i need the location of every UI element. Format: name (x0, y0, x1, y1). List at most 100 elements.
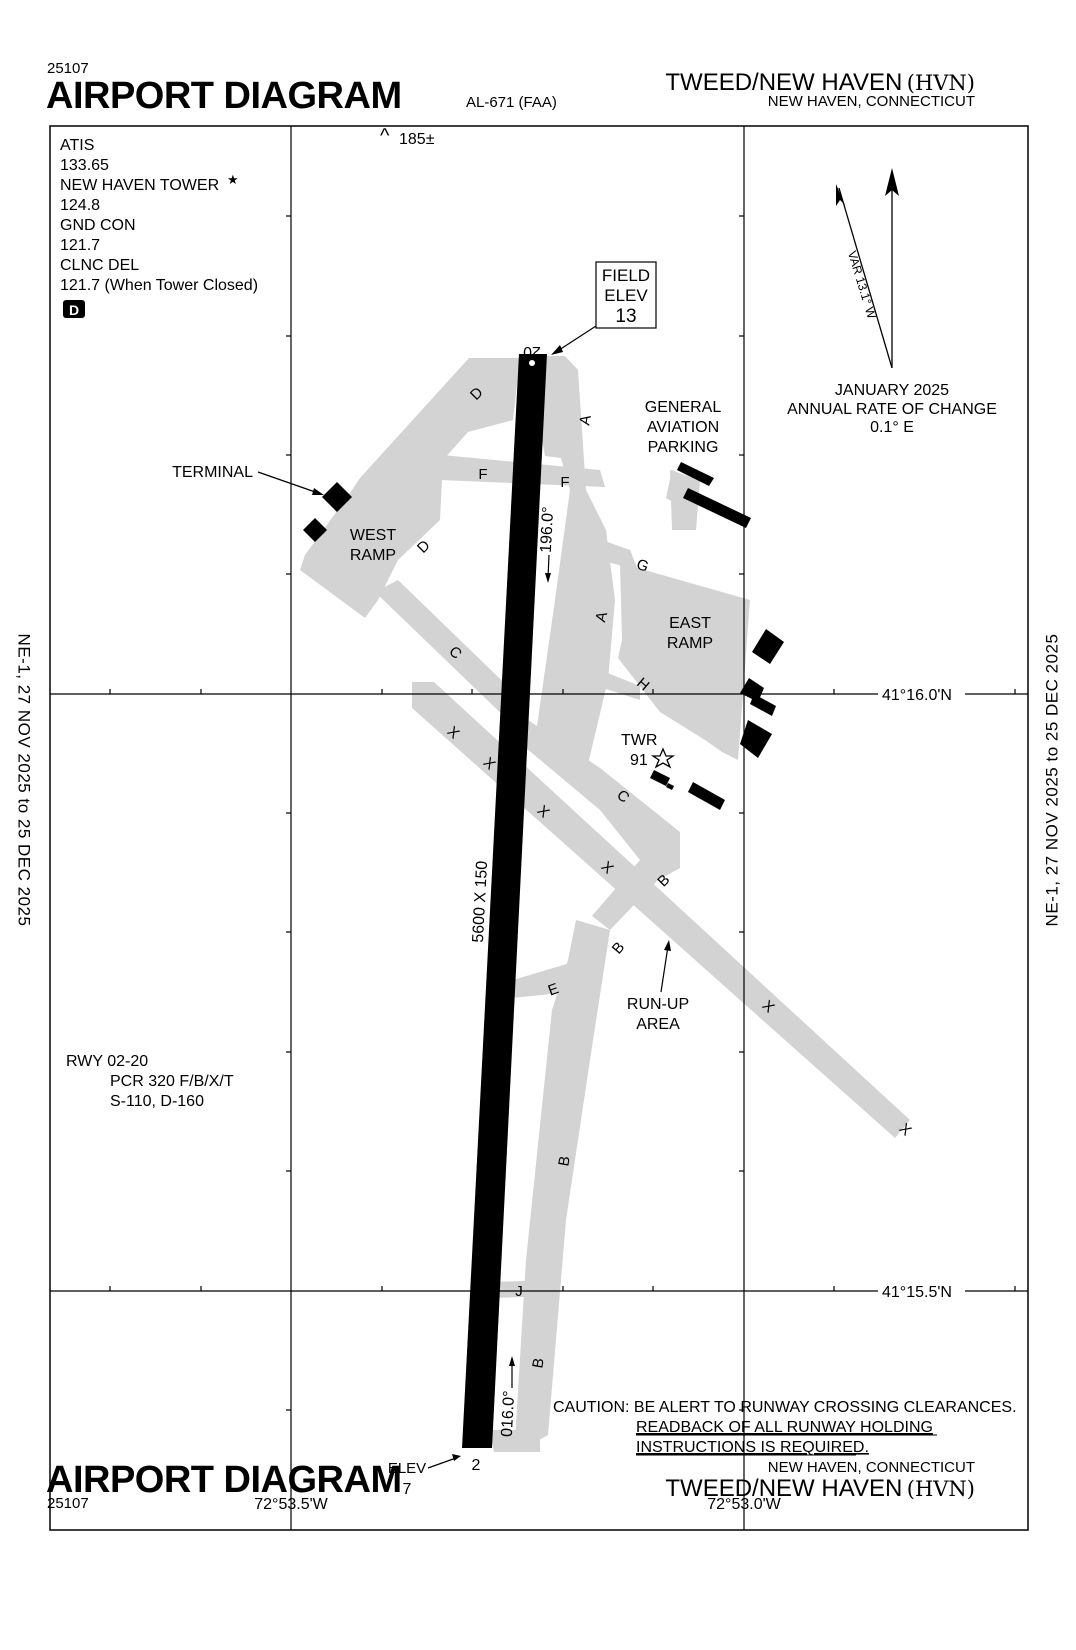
caution-line-2: READBACK OF ALL RUNWAY HOLDING (636, 1419, 933, 1436)
east-building (688, 782, 725, 810)
runup-arrowhead (664, 940, 671, 951)
east-hangar-4 (740, 720, 772, 758)
longitude-east-label: 72°53.0'W (707, 1496, 781, 1513)
airport-name-text: TWEED/NEW HAVEN (665, 69, 903, 96)
rwy-info-pcr: PCR 320 F/B/X/T (110, 1073, 234, 1090)
taxiway-b-mid-label: B (609, 939, 628, 958)
taxiway-j-label: J (515, 1283, 523, 1300)
tower-star-icon: ★ (227, 172, 239, 187)
frequency-block: ATIS 133.65 NEW HAVEN TOWER ★ 124.8 GND … (60, 137, 258, 318)
field-elev-arrowhead (551, 345, 563, 355)
taxiway-g (600, 540, 638, 570)
east-ramp (618, 563, 750, 760)
heading-016-arrowhead (509, 1356, 515, 1366)
latitude-north-label: 41°16.0'N (882, 687, 952, 704)
taxiway-x (412, 682, 910, 1138)
taxiway-c-south (514, 720, 680, 930)
north-arrow: VAR 13.1° W (836, 168, 899, 369)
runway-end-marker (529, 360, 535, 366)
chart-title-top: AIRPORT DIAGRAM (46, 75, 402, 117)
freq-tower-value: 124.8 (60, 197, 100, 214)
freq-gnd-value: 121.7 (60, 237, 100, 254)
magnetic-rate-value: 0.1° E (870, 419, 914, 436)
taxiway-b-south-label: B (555, 1155, 573, 1168)
runway-heading-016: 016.0° (499, 1390, 518, 1437)
chart-title-bottom: AIRPORT DIAGRAM (46, 1459, 402, 1501)
tower-star-symbol (650, 747, 676, 769)
ga-label-1: GENERAL (645, 399, 722, 416)
west-ramp-label-2: RAMP (350, 547, 396, 564)
grid-ticks (109, 215, 1016, 1411)
runup-label-1: RUN-UP (627, 996, 689, 1013)
rwy-info-weight: S-110, D-160 (110, 1093, 204, 1110)
freq-atis-value: 133.65 (60, 157, 109, 174)
city-state-bottom: NEW HAVEN, CONNECTICUT (767, 1459, 975, 1476)
ga-hangar-1 (677, 462, 714, 486)
obstacle-icon: ^ (380, 125, 390, 147)
taxiway-b-end-label: B (529, 1357, 547, 1370)
terminal-label: TERMINAL (172, 464, 253, 481)
terminal-building (322, 482, 352, 512)
west-ramp-label-1: WEST (350, 527, 396, 544)
d-atis-icon (63, 300, 85, 318)
elev-south-label: ELEV (388, 1460, 426, 1477)
magnetic-date: JANUARY 2025 (835, 382, 949, 399)
taxiway-a (528, 356, 615, 785)
city-state-top: NEW HAVEN, CONNECTICUT (767, 93, 975, 110)
taxiway-a-south-label: A (592, 610, 611, 624)
runway-02-20 (462, 354, 547, 1448)
ga-stand (666, 470, 690, 506)
chart-code-top: 25107 (47, 60, 89, 77)
lat-lon-grid (50, 126, 1028, 1530)
taxiway-c-north (375, 580, 526, 722)
caution-line-1: CAUTION: BE ALERT TO RUNWAY CROSSING CLE… (553, 1399, 1017, 1416)
terminal-arrowhead (312, 488, 324, 495)
elev-south-arrowhead (452, 1454, 461, 1461)
ga-label-2: AVIATION (647, 419, 719, 436)
runway-2-holding-bay (490, 1430, 540, 1452)
magnetic-variation: VAR 13.1° W (845, 249, 879, 321)
east-hangar-1 (752, 629, 784, 664)
freq-gnd-label: GND CON (60, 217, 136, 234)
twr-label: TWR (621, 732, 657, 749)
chart-frame (49, 125, 1029, 1531)
magnetic-north-arrowhead (836, 184, 845, 206)
east-ramp-label-1: EAST (669, 615, 711, 632)
tower-building (650, 770, 670, 786)
airport-name-bottom: TWEED/NEW HAVEN (HVN) (665, 1475, 975, 1502)
runup-label-2: AREA (636, 1016, 680, 1033)
field-elev-leader (555, 325, 597, 353)
terminal-leader (257, 471, 319, 494)
elev-south-value: 7 (403, 1481, 412, 1498)
taxiway-b (515, 920, 610, 1445)
true-north-arrowhead (885, 168, 899, 196)
longitude-west-label: 72°53.5'W (254, 1496, 328, 1513)
field-elev-line1: FIELD (602, 266, 650, 285)
airport-name-top: TWEED/NEW HAVEN (HVN) (665, 69, 975, 96)
runway-heading-196: 196.0° (538, 506, 557, 553)
airport-id-text: (HVN) (906, 1477, 975, 1501)
field-elev-line2: ELEV (604, 286, 648, 305)
procedure-number: AL-671 (FAA) (466, 94, 557, 111)
magnetic-rate-label: ANNUAL RATE OF CHANGE (787, 401, 997, 418)
taxiway-j (492, 1280, 555, 1298)
caution-line-3: INSTRUCTIONS IS REQUIRED. (636, 1439, 869, 1456)
runway-end-20: 20 (523, 343, 541, 360)
freq-clnc-label: CLNC DEL (60, 257, 139, 274)
heading-196-arrowhead (545, 573, 551, 583)
field-elev-value: 13 (615, 306, 636, 327)
taxiway-e (512, 960, 590, 998)
taxiway-f-east-label: F (560, 474, 569, 491)
airport-name-text: TWEED/NEW HAVEN (665, 1475, 903, 1502)
elev-south-leader (427, 1457, 457, 1469)
ga-label-3: PARKING (648, 439, 719, 456)
runway-dimensions: 5600 X 150 (470, 860, 491, 943)
airport-id-text: (HVN) (906, 71, 975, 95)
freq-clnc-value: 121.7 (When Tower Closed) (60, 277, 258, 294)
east-hangar-3 (750, 694, 776, 716)
tower-building-small (666, 783, 674, 790)
freq-tower-label: NEW HAVEN TOWER (60, 177, 219, 194)
taxiway-a-north-label: A (576, 414, 594, 427)
west-ramp-building (303, 518, 327, 542)
